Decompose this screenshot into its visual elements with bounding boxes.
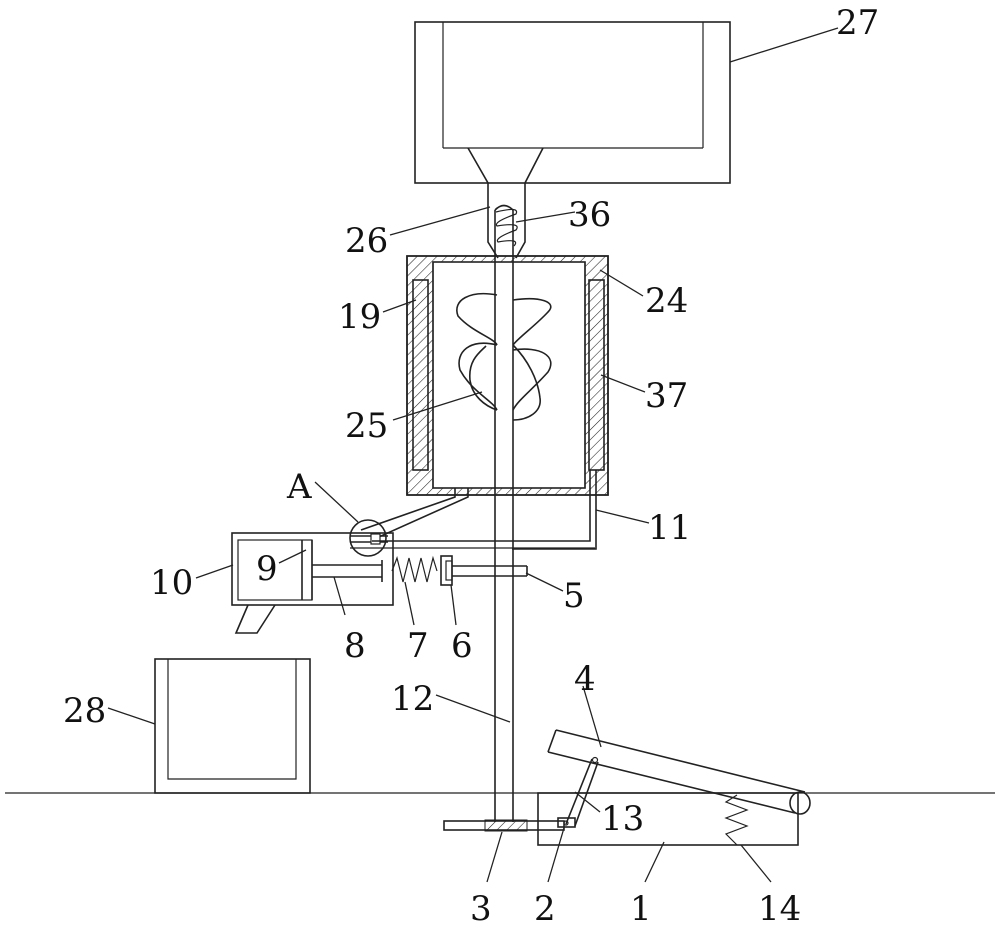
label-19: 19 (338, 297, 381, 337)
base-1 (537, 792, 799, 846)
label-12: 12 (391, 679, 434, 719)
label-13: 13 (601, 799, 644, 839)
collector-bin-28 (154, 658, 311, 794)
hopper-27 (414, 21, 731, 259)
mixing-box-24 (406, 255, 609, 496)
pipe-11 (372, 470, 591, 542)
label-6: 6 (451, 626, 473, 666)
part-labels: 27 36 26 24 19 37 25 A 11 10 9 5 8 7 6 2… (63, 3, 879, 929)
label-25: 25 (345, 406, 388, 446)
spring-7 (391, 555, 438, 583)
label-24: 24 (645, 281, 688, 321)
label-28: 28 (63, 691, 106, 731)
label-37: 37 (645, 376, 688, 416)
label-7: 7 (407, 626, 429, 666)
label-36: 36 (568, 195, 611, 235)
label-4: 4 (574, 659, 596, 699)
shaft-12 (494, 204, 514, 822)
label-1: 1 (630, 889, 652, 929)
label-27: 27 (836, 3, 879, 43)
lever-4 (547, 729, 811, 815)
valve-detail-A (349, 519, 388, 557)
outlet-pipe (360, 488, 456, 531)
link-13 (557, 756, 599, 828)
label-9: 9 (256, 549, 278, 589)
label-14: 14 (758, 889, 801, 929)
label-A: A (286, 467, 312, 507)
label-10: 10 (150, 563, 193, 603)
label-3: 3 (470, 889, 492, 929)
label-2: 2 (534, 889, 556, 929)
heater-plate-19 (412, 279, 429, 471)
screw-blade-25 (456, 292, 552, 421)
spring-36 (495, 208, 518, 247)
leader-lines (107, 27, 839, 883)
spring-14 (724, 794, 749, 846)
label-11: 11 (648, 508, 691, 548)
label-26: 26 (345, 221, 388, 261)
label-8: 8 (344, 626, 366, 666)
label-5: 5 (563, 576, 585, 616)
